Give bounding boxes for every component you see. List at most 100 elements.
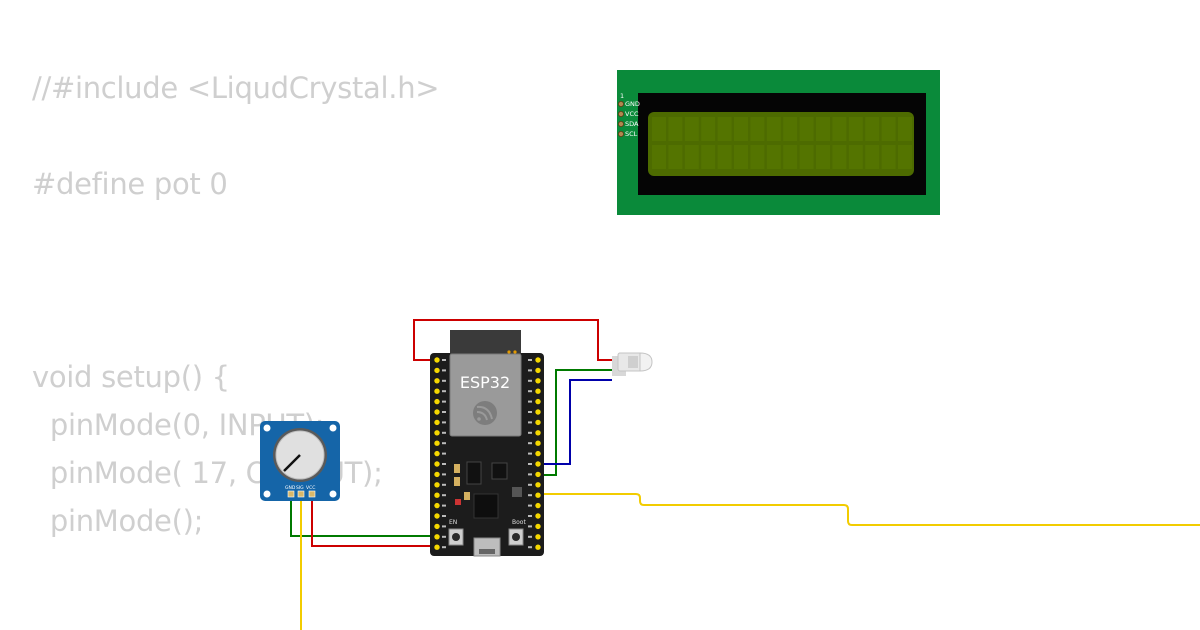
lcd-cell <box>652 145 666 169</box>
esp32-pin-mark <box>528 535 532 538</box>
wire-red-pot[interactable] <box>311 492 437 547</box>
esp32-pin-header-left[interactable] <box>434 357 446 550</box>
pot-pin-vcc[interactable] <box>308 490 316 498</box>
esp32-pin[interactable] <box>535 492 541 498</box>
esp32-pin[interactable] <box>434 492 440 498</box>
esp32-pin[interactable] <box>434 471 440 478</box>
esp32-pin-mark <box>528 525 532 528</box>
lcd-cell <box>881 117 896 141</box>
esp32-pin[interactable] <box>535 534 541 540</box>
esp32-boot-button[interactable]: Boot <box>508 519 526 546</box>
esp32-pin-mark <box>442 483 446 486</box>
lcd-pin-label-scl: SCL <box>625 130 638 138</box>
esp32-pin[interactable] <box>434 461 440 467</box>
esp32-pin[interactable] <box>535 544 541 550</box>
wire-yellow-output[interactable] <box>538 493 1200 526</box>
esp32-pin-mark <box>442 411 446 413</box>
esp32-boot-label: Boot <box>512 519 526 526</box>
lcd-cell <box>750 117 765 141</box>
esp32-pin[interactable] <box>535 419 541 426</box>
esp32-shield <box>449 353 522 437</box>
esp32-pin[interactable] <box>434 367 440 374</box>
esp32-pin[interactable] <box>434 357 440 363</box>
lcd-display[interactable]: 1 GND VCC SDA SCL <box>617 70 940 215</box>
esp32-pin[interactable] <box>434 544 440 550</box>
esp32-pin[interactable] <box>434 378 440 384</box>
esp32-pin[interactable] <box>535 357 541 363</box>
esp32-en-button[interactable]: EN <box>448 519 464 546</box>
esp32-pin[interactable] <box>535 450 541 457</box>
wire-green-pot[interactable] <box>290 492 437 537</box>
esp32-pin[interactable] <box>434 513 440 519</box>
esp32-pin-mark <box>528 504 532 507</box>
esp32-pin[interactable] <box>535 461 541 467</box>
esp32-pin[interactable] <box>434 440 440 446</box>
lcd-cell <box>701 145 716 169</box>
esp32-component <box>512 487 522 497</box>
esp32-pin[interactable] <box>434 534 440 540</box>
esp32-pin[interactable] <box>535 430 541 436</box>
lcd-cell <box>668 145 683 169</box>
esp32-pin[interactable] <box>434 388 440 394</box>
esp32-pin-mark <box>528 473 532 476</box>
pot-knob-indicator <box>283 454 301 472</box>
usb-port-icon[interactable] <box>473 537 501 557</box>
lcd-cell <box>865 117 880 141</box>
wire-blue-led[interactable] <box>538 379 612 465</box>
esp32-pin-mark <box>528 431 532 434</box>
esp32-en-label: EN <box>449 519 457 526</box>
esp32-cap-2 <box>454 477 460 486</box>
esp32-pin[interactable] <box>434 502 440 509</box>
esp32-pin[interactable] <box>535 378 541 384</box>
esp32-chip-small <box>491 462 508 480</box>
esp32-pin-mark <box>528 421 532 424</box>
esp32-pin-header-right[interactable] <box>528 357 541 550</box>
esp32-board[interactable]: ESP32 EN Boot <box>430 330 544 557</box>
pot-pin-label-sig: SIG <box>296 485 304 491</box>
led-icon[interactable] <box>612 352 653 376</box>
lcd-pin-gnd[interactable]: GND <box>618 100 640 108</box>
lcd-cell <box>766 117 781 141</box>
esp32-pin-mark <box>528 379 532 382</box>
lcd-pin-vcc[interactable]: VCC <box>618 110 639 118</box>
esp32-pin-mark <box>442 400 446 403</box>
esp32-pin-mark <box>528 400 532 403</box>
esp32-pin[interactable] <box>535 482 541 488</box>
esp32-pin[interactable] <box>434 398 440 405</box>
esp32-pin[interactable] <box>535 471 541 478</box>
pot-pin-sig[interactable] <box>297 490 305 498</box>
esp32-pin[interactable] <box>434 430 440 436</box>
lcd-cell <box>684 145 699 169</box>
esp32-pin[interactable] <box>535 398 541 405</box>
lcd-cell <box>865 145 880 169</box>
esp32-pin[interactable] <box>434 450 440 457</box>
esp32-pin-mark <box>528 452 532 455</box>
wire-green-led[interactable] <box>538 369 612 476</box>
lcd-pin-sda[interactable]: SDA <box>618 120 639 128</box>
pot-pin-gnd[interactable] <box>287 490 295 498</box>
lcd-cell <box>717 117 732 141</box>
esp32-pin[interactable] <box>535 440 541 446</box>
lcd-cell <box>848 145 863 169</box>
esp32-pin[interactable] <box>434 409 440 415</box>
esp32-pin[interactable] <box>535 513 541 519</box>
esp32-pin[interactable] <box>434 523 440 530</box>
lcd-cell <box>848 117 863 141</box>
esp32-pin[interactable] <box>434 482 440 488</box>
esp32-label: ESP32 <box>460 373 510 392</box>
wire-red-led[interactable] <box>413 319 620 361</box>
esp32-pin[interactable] <box>535 367 541 374</box>
esp32-pin[interactable] <box>434 419 440 426</box>
esp32-pin[interactable] <box>535 388 541 394</box>
esp32-pin-mark <box>528 483 532 486</box>
esp32-pin[interactable] <box>535 502 541 509</box>
esp32-pin-mark <box>442 463 446 465</box>
esp32-pin[interactable] <box>535 409 541 415</box>
esp32-pin-mark <box>442 452 446 455</box>
code-line-include: //#include <LiqudCrystal.h> <box>32 71 440 105</box>
lcd-pin-scl[interactable]: SCL <box>618 130 638 138</box>
esp32-pin[interactable] <box>535 523 541 530</box>
esp32-pin-mark <box>528 390 532 393</box>
potentiometer[interactable]: GND SIG VCC <box>260 421 340 501</box>
